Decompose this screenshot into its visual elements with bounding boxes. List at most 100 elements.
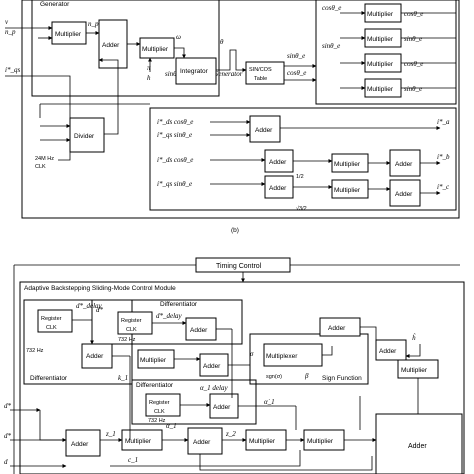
adder-label-h: Adder [379, 348, 397, 355]
multiplier-label-h: Multiplier [401, 367, 428, 374]
adder-label-top: Adder [102, 42, 120, 49]
generator-frame [31, 0, 220, 97]
register-label-3: Register [149, 400, 170, 406]
adder-block-ib [389, 149, 421, 177]
ids-cos-label-2: i*_ds cosθ_e [157, 156, 193, 164]
col-out-4: sinθ_e [404, 85, 422, 93]
register-label-1: Register [41, 316, 62, 322]
sigma-label: σ [250, 350, 254, 358]
multiplier-column: Multiplier Multiplier Multiplier Multipl… [322, 3, 456, 98]
alpha-dot-label: α̇_1 [264, 398, 275, 406]
differentiator-label-2: Differentiator [160, 301, 198, 308]
sqrt-half-label: √3/2 [296, 205, 307, 212]
module-frame [19, 281, 465, 474]
integrator-label: Integrator [180, 68, 209, 75]
alpha-delay-label: α_1 delay [200, 384, 228, 392]
differentiator-frame-3 [131, 379, 257, 425]
register-block-1 [37, 309, 73, 333]
sgn-label: sgn(σ) [266, 374, 282, 380]
adder-label-e2: Adder [193, 439, 211, 446]
adder-label-ic: Adder [395, 191, 413, 198]
adder-label-b2: Adder [269, 185, 287, 192]
sincos-table-block [245, 61, 285, 85]
half-label: 1/2 [296, 174, 304, 180]
divider-block [69, 117, 105, 153]
sign-function-label: Sign Function [322, 375, 362, 382]
register-label-2: Register [121, 318, 142, 324]
z1-label: z_1 [105, 430, 116, 438]
multiplier-label-m1: Multiplier [140, 357, 167, 364]
differentiator-frame-2 [91, 299, 243, 345]
multiplier-column-frame [315, 0, 457, 105]
clk-label: CLK [35, 164, 46, 170]
adder-block-e1 [65, 429, 101, 457]
caption-b: (b) [231, 227, 239, 234]
d-star-input-label: d* [4, 402, 12, 410]
freq-label-2: 732 Hz [118, 337, 136, 343]
multiplier-col-3-label: Multiplier [367, 61, 394, 68]
differentiator-label-3: Differentiator [136, 382, 174, 389]
clk-freq-label: 24M Hz [35, 156, 54, 162]
divider-label: Divider [74, 133, 95, 140]
adder-label-m1: Adder [203, 363, 221, 370]
d-star-label-1: d* [96, 306, 104, 314]
adder-label-final: Adder [408, 443, 427, 450]
col-out-1: cosθ_e [404, 10, 423, 18]
k1-label: k_1 [118, 374, 128, 382]
iqs-sin-label-2: i*_qs sinθ_e [157, 180, 192, 188]
pi-label: π [147, 64, 151, 72]
register-clk-2: CLK [126, 327, 137, 333]
adder-label-b1: Adder [269, 159, 287, 166]
adder-label-ia: Adder [255, 127, 273, 134]
sign-function-frame [249, 333, 369, 385]
module-title: Adaptive Backstepping Sliding-Mode Contr… [24, 285, 176, 292]
h-label: h [147, 74, 151, 82]
col-out-2: sinθ_e [404, 35, 422, 43]
ids-cos-label: i*_ds cosθ_e [157, 118, 193, 126]
register-clk-1: CLK [46, 325, 57, 331]
omega-label: ω [176, 33, 181, 41]
timing-control-label: Timing Control [216, 263, 262, 270]
multiplier-label-e2: Multiplier [249, 438, 276, 445]
multiplier-col-1-label: Multiplier [367, 11, 394, 18]
adder-label-sign: Adder [328, 325, 346, 332]
input-v-label: v [5, 18, 9, 26]
freq-label-3: 732 Hz [148, 418, 166, 424]
multiplexer-label: Multiplexer [266, 353, 298, 360]
multiplier-label-1: Multiplier [55, 31, 82, 38]
multiplier-label-e1: Multiplier [125, 438, 152, 445]
iqs-sin-label: i*_qs sinθ_e [157, 131, 192, 139]
table-label-1: SIN/COS [249, 67, 272, 73]
alpha1-label: α_1 [166, 422, 177, 430]
differentiator-frame-1 [23, 299, 133, 385]
adder-block-ia [249, 115, 281, 143]
col-cos-1: cosθ_e [322, 4, 341, 12]
d-input-label: d [4, 458, 8, 466]
sin-out-label: sinθ_e [287, 52, 305, 60]
adder-label-e1: Adder [71, 441, 89, 448]
register-clk-3: CLK [154, 409, 165, 415]
ic-output-label: i*_c [437, 183, 450, 191]
d-delay-label-2: d*_delay [156, 312, 183, 320]
input-np-label: n_p [5, 28, 16, 36]
generator-title: Generator [40, 1, 70, 8]
integrator-block [175, 57, 217, 85]
multiplier-label-b1: Multiplier [334, 161, 361, 168]
d-delay-label-1: d*_delay [76, 302, 103, 310]
adder-block-final [375, 413, 463, 474]
adder-label-d1: Adder [86, 353, 104, 360]
multiplier-col-4-label: Multiplier [367, 86, 394, 93]
input-iqs-label: i*_qs [5, 66, 20, 74]
cos-out-label: cosθ_e [287, 69, 306, 77]
ib-output-label: i*_b [437, 153, 450, 161]
adder-label-ib: Adder [395, 161, 413, 168]
adder-block-ic [389, 179, 421, 207]
top-panel-frame [21, 0, 460, 219]
col-sin-1: sinθ_e [322, 42, 340, 50]
h-hat-label: ĥ [412, 334, 416, 342]
phase-conversion-frame [149, 107, 457, 211]
npv-label: n_p v [88, 20, 104, 28]
multiplier-label-e3: Multiplier [307, 438, 334, 445]
ia-output-label: i*_a [437, 118, 450, 126]
